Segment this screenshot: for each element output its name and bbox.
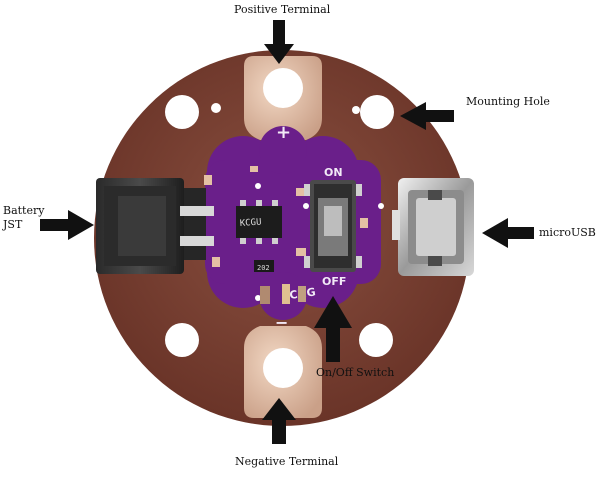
positive-terminal-label: Positive Terminal bbox=[234, 3, 331, 16]
capacitor-1 bbox=[260, 286, 270, 304]
via-3 bbox=[255, 183, 261, 189]
chip-marking: KCGU bbox=[240, 218, 262, 229]
jst-connector bbox=[96, 178, 214, 274]
component-pads bbox=[204, 166, 368, 267]
via-5 bbox=[378, 203, 384, 209]
on-silkscreen: ON bbox=[324, 166, 343, 179]
via-4 bbox=[303, 203, 309, 209]
via-6 bbox=[255, 295, 261, 301]
via-1 bbox=[211, 103, 221, 113]
negative-terminal-hole bbox=[263, 348, 303, 388]
battery-jst-label-line1: Battery bbox=[3, 204, 45, 217]
arrow-on-off-switch bbox=[314, 296, 352, 362]
on-off-switch-label: On/Off Switch bbox=[316, 366, 395, 379]
plus-silkscreen: + bbox=[276, 122, 291, 143]
capacitor-2 bbox=[298, 286, 306, 302]
microusb-label: microUSB bbox=[539, 226, 596, 239]
charge-led bbox=[282, 284, 290, 304]
resistor-marking: 202 bbox=[257, 264, 270, 272]
mounting-hole-label: Mounting Hole bbox=[466, 95, 550, 108]
battery-jst-label-line2: JST bbox=[3, 218, 23, 231]
off-silkscreen: OFF bbox=[322, 275, 346, 288]
mounting-hole-top-right bbox=[360, 95, 394, 129]
arrow-mounting-hole bbox=[400, 102, 454, 130]
microusb-connector bbox=[392, 178, 474, 276]
arrow-microusb bbox=[482, 218, 534, 248]
mounting-hole-top-left bbox=[165, 95, 199, 129]
charger-ic: KCGU bbox=[236, 200, 282, 244]
arrow-negative-terminal bbox=[262, 398, 296, 444]
via-2 bbox=[352, 106, 360, 114]
minus-silkscreen: − bbox=[275, 313, 288, 332]
positive-terminal-hole bbox=[263, 68, 303, 108]
battery-jst-label: Battery JST bbox=[3, 204, 44, 232]
resistor: 202 bbox=[254, 260, 274, 272]
arrow-positive-terminal bbox=[264, 20, 294, 64]
slide-switch bbox=[304, 180, 362, 272]
mounting-hole-bottom-left bbox=[165, 323, 199, 357]
arrow-battery-jst bbox=[40, 210, 94, 240]
mounting-hole-bottom-right bbox=[359, 323, 393, 357]
negative-terminal-label: Negative Terminal bbox=[235, 455, 339, 468]
